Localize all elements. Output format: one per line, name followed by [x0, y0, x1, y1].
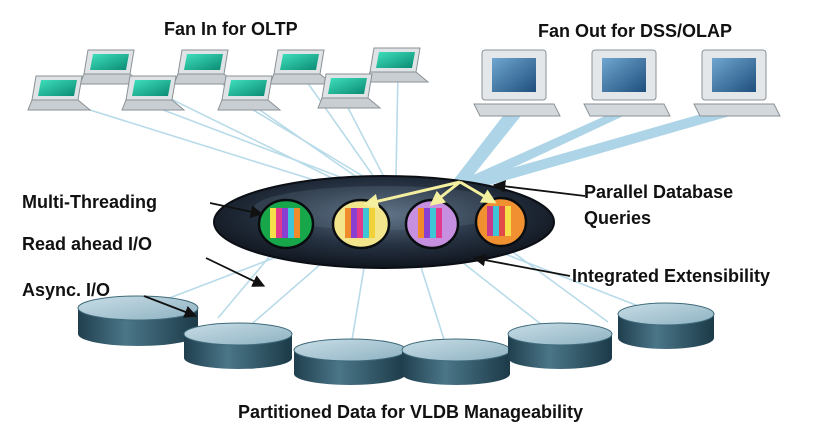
desktop-monitor-icon — [583, 49, 671, 117]
laptop-icon — [217, 75, 282, 111]
oltp-clients — [27, 47, 430, 111]
laptop-icon — [173, 49, 238, 85]
disk-cylinder-icon — [507, 322, 613, 369]
thread-process-icon — [474, 196, 528, 248]
laptop-icon — [121, 75, 186, 111]
storage-disks — [77, 295, 715, 385]
fan-out-label: Fan Out for DSS/OLAP — [538, 21, 732, 41]
async-io-label: Async. I/O — [22, 280, 110, 300]
callout-arrows — [143, 180, 586, 318]
laptop-icon — [365, 47, 430, 83]
process-group — [257, 196, 528, 250]
labels: Fan In for OLTP Fan Out for DSS/OLAP Mul… — [22, 19, 770, 422]
laptop-icon — [27, 75, 92, 111]
read-ahead-label: Read ahead I/O — [22, 234, 152, 254]
dss-clients — [473, 49, 781, 117]
parallel-queries-label-line2: Queries — [584, 208, 651, 228]
dss-fanout-beams — [452, 108, 744, 186]
parallel-query-arrows — [363, 180, 497, 209]
disk-cylinder-icon — [293, 338, 407, 385]
multi-threading-label: Multi-Threading — [22, 192, 157, 212]
disk-cylinder-icon — [77, 295, 199, 346]
laptop-icon — [79, 49, 144, 85]
desktop-monitor-icon — [693, 49, 781, 117]
desktop-monitor-icon — [473, 49, 561, 117]
parallel-queries-label-line1: Parallel Database — [584, 182, 733, 202]
laptop-icon — [317, 73, 382, 109]
storage-connection-lines — [137, 243, 665, 353]
disk-cylinder-icon — [401, 338, 511, 385]
thread-process-icon — [331, 198, 391, 250]
thread-process-icon — [404, 198, 460, 250]
partitioned-data-label: Partitioned Data for VLDB Manageability — [238, 402, 583, 422]
integrated-extensibility-label: Integrated Extensibility — [572, 266, 770, 286]
disk-cylinder-icon — [617, 302, 715, 349]
disk-cylinder-icon — [183, 322, 293, 369]
fan-in-label: Fan In for OLTP — [164, 19, 298, 39]
thread-process-icon — [257, 198, 315, 250]
laptop-icon — [269, 49, 334, 85]
